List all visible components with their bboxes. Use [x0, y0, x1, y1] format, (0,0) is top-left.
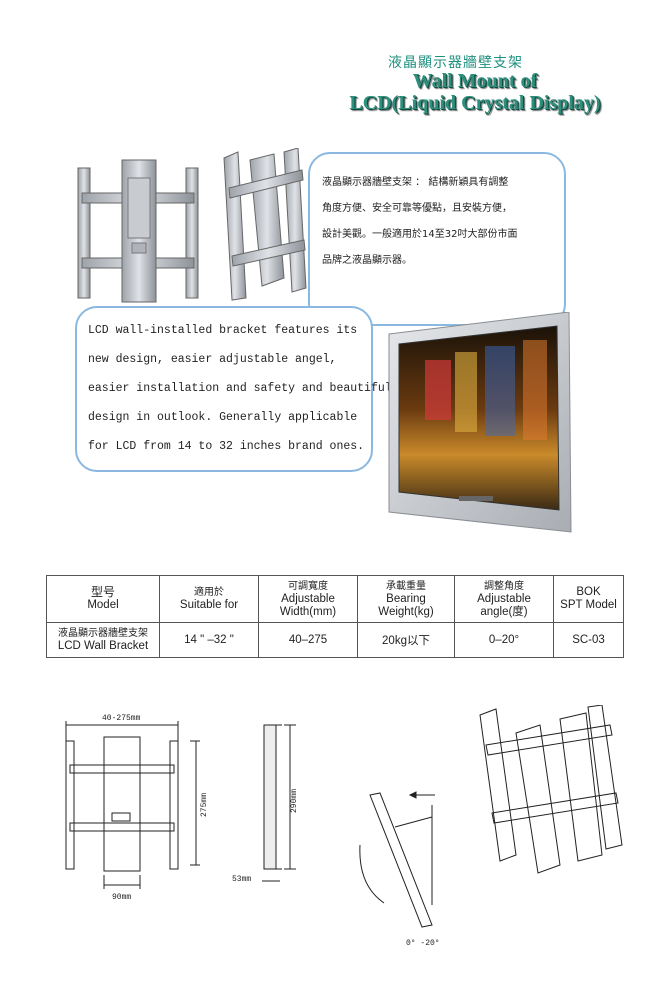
- description-cn-line: 設計美觀。一般適用於14至32吋大部份市面: [322, 229, 518, 240]
- bracket-flat: [77, 159, 199, 303]
- tilt-range-label: 0° -20°: [406, 939, 440, 948]
- description-chinese: 液晶顯示器牆壁支架 ： 結構新穎具有調整 角度方便、安全可靠等優點，且安裝方便，…: [322, 170, 558, 274]
- cell-angle: 0–20°: [454, 622, 554, 658]
- title-line-1: Wall Mount of: [412, 70, 538, 92]
- description-cn-line: 液晶顯示器牆壁支架 ： 結構新穎具有調整: [322, 177, 509, 188]
- description-cn-line: 品牌之液晶顯示器。: [322, 255, 412, 266]
- cell-spt-model: SC-03: [553, 622, 624, 658]
- description-en-line: easier installation and safety and beaut…: [88, 382, 392, 395]
- tilt-view-drawing: [359, 791, 435, 928]
- front-view-drawing: [65, 721, 200, 889]
- description-cn-line: 角度方便、安全可靠等優點，且安裝方便，: [322, 203, 512, 214]
- description-box-chinese: [308, 152, 566, 326]
- header-spt-model: BOK SPT Model: [553, 575, 624, 623]
- description-box-english: [75, 306, 373, 472]
- title-line-2: LCD(Liquid Crystal Display): [349, 92, 601, 114]
- header-angle: 調整角度 Adjustable angle(度): [454, 575, 554, 623]
- table-header-row: 型号 Model 適用於 Suitable for 可調寬度 Adjustabl…: [46, 575, 624, 623]
- cell-model: 液晶顯示器牆壁支架 LCD Wall Bracket: [46, 622, 160, 658]
- description-en-line: new design, easier adjustable angel,: [88, 353, 337, 366]
- description-en-line: design in outlook. Generally applicable: [88, 411, 358, 424]
- header-width: 可調寬度 Adjustable Width(mm): [258, 575, 358, 623]
- side-view-drawing: [262, 724, 296, 882]
- lcd-monitor-photo: [388, 312, 572, 533]
- title-english: Wall Mount of LCD(Liquid Crystal Display…: [330, 70, 620, 114]
- bracket-photo: [77, 148, 307, 303]
- cell-width: 40–275: [258, 622, 358, 658]
- header-suitable: 適用於 Suitable for: [159, 575, 259, 623]
- front-width-label: 40-275mm: [102, 714, 141, 723]
- front-height-label: 275mm: [200, 793, 209, 817]
- technical-drawings: 40-275mm 275mm 90mm 290mm 53mm 0° -20°: [65, 705, 623, 948]
- description-en-line: LCD wall-installed bracket features its: [88, 324, 358, 337]
- header-model: 型号 Model: [46, 575, 160, 623]
- bracket-angled: [223, 148, 307, 301]
- perspective-view-drawing: [479, 705, 623, 874]
- front-bottom-label: 90mm: [112, 893, 131, 902]
- side-height-label: 290mm: [290, 789, 299, 813]
- title-chinese: 液晶顯示器牆壁支架: [388, 55, 523, 71]
- description-en-line: for LCD from 14 to 32 inches brand ones.: [88, 440, 365, 453]
- side-depth-label: 53mm: [232, 875, 251, 884]
- table-row: 液晶顯示器牆壁支架 LCD Wall Bracket 14 " –32 " 40…: [46, 622, 624, 658]
- description-english: LCD wall-installed bracket features its …: [88, 316, 392, 461]
- header-weight: 承載重量 Bearing Weight(kg): [357, 575, 455, 623]
- cell-weight: 20kg以下: [357, 622, 455, 658]
- spec-table: 型号 Model 適用於 Suitable for 可調寬度 Adjustabl…: [46, 575, 624, 658]
- cell-suitable: 14 " –32 ": [159, 622, 259, 658]
